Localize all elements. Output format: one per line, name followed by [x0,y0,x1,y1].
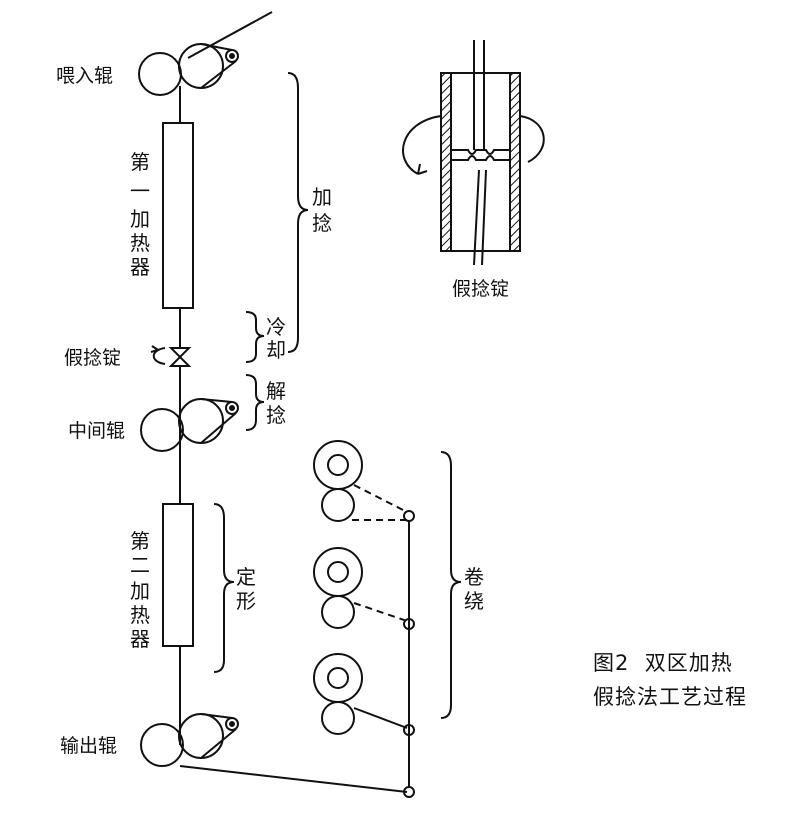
second-heater-char: 第 [130,529,150,553]
winding-unit-3 [313,653,415,798]
second-heater-label: 第 二 加 热 器 [130,529,150,651]
winding-brace [440,451,462,719]
feed-roller-label: 喂入辊 [56,65,113,87]
second-heater-char: 热 [130,603,150,627]
winding-label: 绕 [464,589,484,613]
output-roller-label: 输出辊 [60,735,117,757]
incoming-yarn [187,11,273,59]
twisting-label: 加 [312,185,332,209]
cooling-brace [245,311,265,363]
twisting-label: 捻 [312,211,332,235]
first-heater-char: 加 [130,207,150,231]
winding-label: 卷 [464,565,484,589]
untwisting-label: 解 [266,379,286,403]
second-heater [162,503,194,647]
first-heater-char: 第 [130,150,150,174]
false-twist-spindle [150,345,192,367]
second-heater-char: 加 [130,579,150,603]
second-heater-char: 器 [130,627,150,651]
figure-caption-line1: 图2 双区加热 [593,651,733,675]
setting-label: 形 [236,589,256,613]
twisting-brace [287,72,309,353]
first-heater-label: 第 一 加 热 器 [130,150,150,279]
untwisting-brace [245,374,265,431]
winding-unit-1 [313,440,415,522]
cooling-label: 冷 [266,315,286,339]
first-heater [162,122,194,309]
feed-roller [138,43,239,96]
winding-unit-2 [313,547,415,630]
figure-caption-line2: 假捻法工艺过程 [593,685,747,709]
middle-roller [140,398,239,452]
spindle-detail-label: 假捻锭 [452,278,509,300]
untwisting-label: 捻 [266,403,286,427]
second-heater-char: 二 [130,553,150,577]
output-roller [140,713,408,793]
setting-label: 定 [236,565,256,589]
first-heater-char: 一 [130,179,150,203]
first-heater-char: 器 [130,255,150,279]
cooling-label: 却 [266,338,286,362]
middle-roller-label: 中间辊 [68,420,125,442]
spindle-detail [402,40,545,266]
spindle-label: 假捻锭 [64,347,121,369]
setting-brace [213,503,235,673]
first-heater-char: 热 [130,231,150,255]
